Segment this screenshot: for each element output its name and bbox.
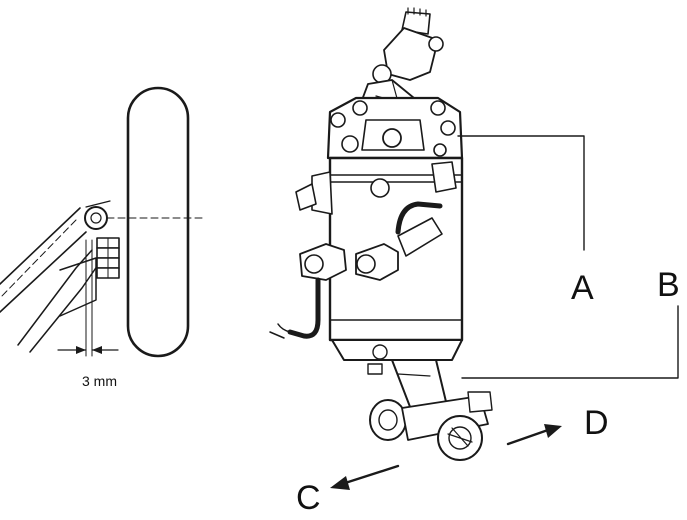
leader-b (461, 305, 679, 379)
lower-arm (17, 249, 101, 353)
adjuster-bolt (96, 237, 120, 279)
label-b: B (657, 266, 680, 304)
dimension-label: 3 mm (82, 373, 117, 389)
direction-arrows (330, 424, 562, 490)
arrow-d-shaft (506, 428, 550, 446)
universal-joint (361, 7, 444, 119)
steering-gear-box (269, 7, 493, 461)
hydraulic-tube (287, 277, 321, 339)
wheel-detail: 3 mm (0, 86, 206, 389)
arrow-c-head (330, 476, 350, 490)
dimension-arrows (57, 346, 119, 354)
stop-bracket (59, 257, 97, 317)
arrow-d-head (544, 424, 562, 438)
label-a: A (571, 269, 594, 307)
hose-fittings (299, 217, 443, 281)
arrow-c-shaft (340, 464, 400, 486)
pivot-eye (84, 206, 108, 230)
leader-a (457, 135, 585, 251)
leader-lines (457, 135, 679, 379)
wheel-tire (126, 86, 190, 358)
label-d: D (584, 404, 609, 442)
label-c: C (296, 479, 321, 517)
drag-link-end (369, 391, 493, 461)
steering-arm (0, 207, 87, 313)
